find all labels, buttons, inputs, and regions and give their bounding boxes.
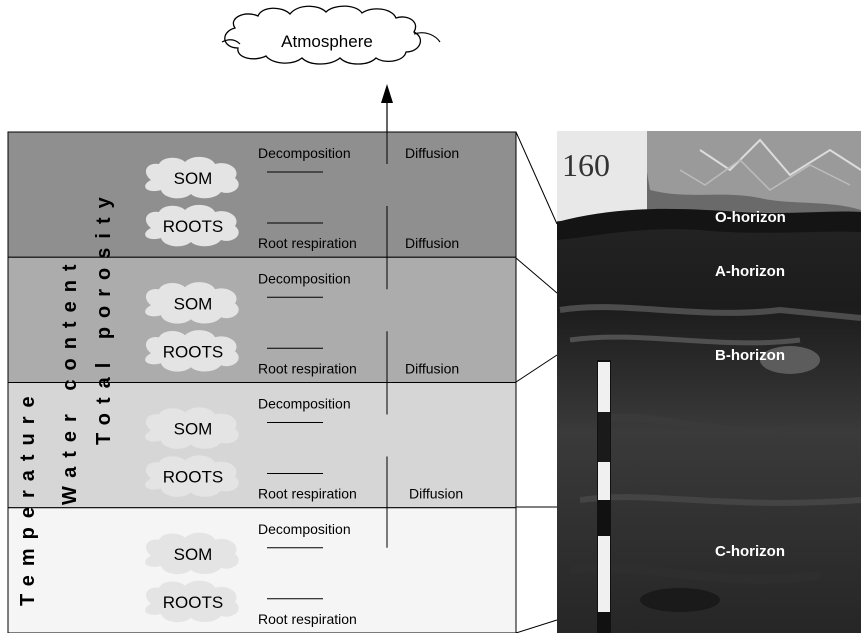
- water-content-label: Water content: [59, 255, 81, 505]
- roots-label: ROOTS: [163, 342, 223, 361]
- som-blob: [145, 156, 239, 199]
- root-respiration-label: Root respiration: [258, 611, 357, 627]
- root-respiration-label: Root respiration: [258, 235, 357, 251]
- som-label: SOM: [174, 420, 213, 439]
- layer-band: [7, 382, 517, 509]
- decomposition-label: Decomposition: [258, 521, 351, 537]
- o-horizon-label: O-horizon: [715, 209, 786, 226]
- layer-band: [7, 507, 517, 633]
- total-porosity-label: Total porosity: [93, 188, 115, 445]
- temperature-label: Temperature: [17, 387, 39, 606]
- diffusion-label: Diffusion: [409, 486, 463, 502]
- atmosphere-label: Atmosphere: [281, 32, 373, 51]
- soil-profile-photo: 160 O-horizon A-horizon B-horizon C-hori…: [557, 131, 861, 633]
- som-blob: [145, 282, 239, 324]
- som-label: SOM: [174, 294, 213, 313]
- som-blob: [145, 532, 239, 575]
- roots-blob: [145, 580, 239, 623]
- roots-label: ROOTS: [163, 217, 223, 236]
- a-horizon-label: A-horizon: [715, 263, 785, 280]
- som-label: SOM: [174, 169, 213, 188]
- vertical-labels: Temperature Water content Total porosity: [17, 188, 115, 606]
- diffusion-label: Diffusion: [405, 360, 459, 376]
- roots-label: ROOTS: [163, 468, 223, 487]
- diffusion-label: Diffusion: [405, 145, 459, 161]
- measuring-stick: [597, 360, 611, 633]
- decomposition-label: Decomposition: [258, 270, 351, 286]
- b-horizon-label: B-horizon: [715, 347, 785, 364]
- root-respiration-label: Root respiration: [258, 486, 357, 502]
- diffusion-arrow: [381, 84, 393, 132]
- atmosphere-cloud: Atmosphere: [221, 5, 441, 65]
- roots-blob: [145, 455, 239, 497]
- som-label: SOM: [174, 545, 213, 564]
- roots-blob: [145, 330, 239, 372]
- diffusion-label: Diffusion: [405, 235, 459, 251]
- horizon-connectors: [515, 131, 558, 633]
- som-blob: [145, 407, 239, 449]
- roots-blob: [145, 204, 239, 247]
- layer-band: [7, 256, 517, 383]
- c-horizon-label: C-horizon: [715, 543, 785, 560]
- root-respiration-label: Root respiration: [258, 360, 357, 376]
- depth-marker-card: [557, 131, 647, 221]
- depth-marker-text: 160: [562, 147, 610, 183]
- decomposition-label: Decomposition: [258, 145, 351, 161]
- decomposition-label: Decomposition: [258, 396, 351, 412]
- roots-label: ROOTS: [163, 593, 223, 612]
